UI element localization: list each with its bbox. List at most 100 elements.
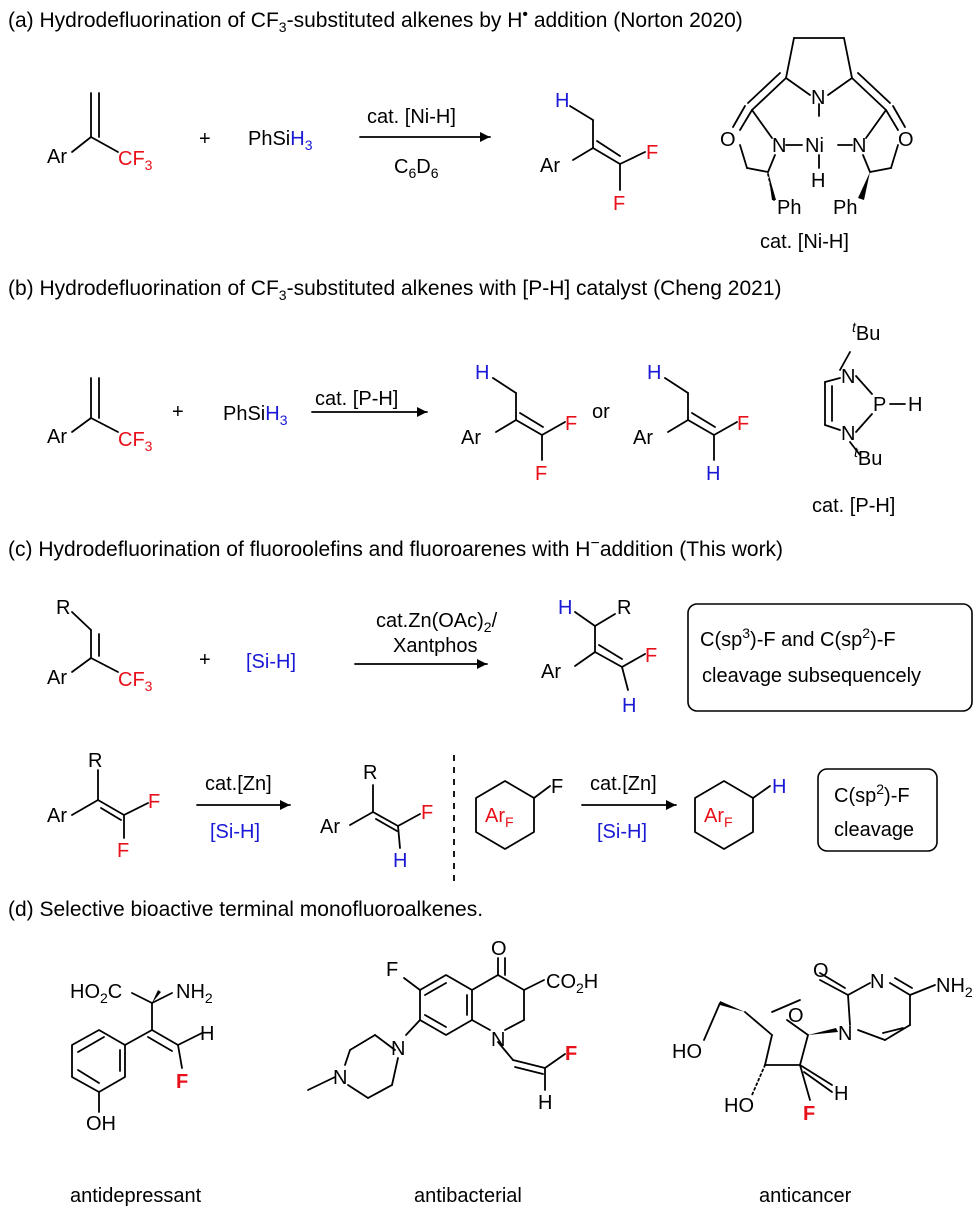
label-antibacterial: antibacterial <box>414 1185 522 1207</box>
svg-text:Ph: Ph <box>833 197 857 219</box>
box-c1-line1: C(sp3)-F and C(sp2)-F <box>700 625 896 651</box>
svg-text:Ar: Ar <box>633 427 653 449</box>
svg-text:Ar: Ar <box>461 427 481 449</box>
box-c2-line1: C(sp2)-F <box>834 781 910 807</box>
svg-text:HO: HO <box>672 1041 702 1063</box>
cond-c2-bottom: [Si-H] <box>210 821 260 843</box>
svg-text:N: N <box>333 1067 347 1089</box>
heading-b: (b) Hydrodefluorination of CF3-substitut… <box>8 277 782 303</box>
svg-text:H: H <box>393 850 407 872</box>
cond-a-bottom: C6D6 <box>394 156 439 181</box>
reagent-a: PhSiH3 <box>248 128 313 153</box>
svg-text:H: H <box>647 362 661 384</box>
svg-text:Ar: Ar <box>47 667 67 689</box>
anticancer-structure: O N O N NH2 HO HO H F <box>672 960 973 1125</box>
svg-text:F: F <box>386 959 398 981</box>
arene-product: ArF H <box>694 776 786 850</box>
svg-text:Ar: Ar <box>540 155 560 177</box>
svg-text:F: F <box>613 193 625 215</box>
cond-c2-top: cat.[Zn] <box>205 773 272 795</box>
svg-text:CF3: CF3 <box>118 429 153 454</box>
svg-text:Ni: Ni <box>805 135 824 157</box>
svg-text:N: N <box>841 366 855 388</box>
label-anticancer: anticancer <box>759 1185 852 1207</box>
svg-text:H: H <box>538 1092 552 1114</box>
or-text: or <box>592 401 610 423</box>
svg-text:O: O <box>788 1005 804 1027</box>
svg-text:F: F <box>117 840 129 862</box>
cond-c3-bottom: [Si-H] <box>597 821 647 843</box>
plus-a: + <box>199 128 211 150</box>
svg-text:Ar: Ar <box>541 661 561 683</box>
svg-text:HO2C: HO2C <box>70 981 122 1006</box>
svg-text:F: F <box>176 1071 188 1093</box>
svg-text:O: O <box>491 938 507 960</box>
svg-text:N: N <box>391 1038 405 1060</box>
svg-text:H: H <box>555 90 569 112</box>
svg-text:F: F <box>803 1103 815 1125</box>
svg-text:N: N <box>811 87 825 109</box>
ni-h-catalyst: N O O N N Ni H Ph Ph cat. [Ni-H] <box>720 37 914 253</box>
cond-b-top: cat. [P-H] <box>315 388 398 410</box>
svg-text:tBu: tBu <box>854 444 882 470</box>
cat-ni-label: cat. [Ni-H] <box>760 231 849 253</box>
cond-a-top: cat. [Ni-H] <box>367 106 456 128</box>
svg-text:tBu: tBu <box>852 319 880 345</box>
svg-text:Ar: Ar <box>320 816 340 838</box>
svg-text:H: H <box>706 463 720 485</box>
svg-text:F: F <box>737 413 749 435</box>
svg-text:ArF: ArF <box>485 805 514 830</box>
svg-text:Ar: Ar <box>47 805 67 827</box>
box-c2-line2: cleavage <box>834 819 914 841</box>
svg-text:H: H <box>834 1083 848 1105</box>
p-h-catalyst: N N P H tBu tBu cat. [P-H] <box>812 319 922 517</box>
svg-text:F: F <box>551 776 563 798</box>
svg-text:R: R <box>363 762 377 784</box>
substrate-b: Ar CF3 <box>47 377 153 454</box>
svg-text:HO: HO <box>724 1095 754 1117</box>
svg-text:N: N <box>491 1029 505 1051</box>
svg-text:O: O <box>898 129 914 151</box>
fluoroarene: ArF F <box>475 776 563 850</box>
svg-text:R: R <box>56 597 70 619</box>
svg-text:H: H <box>908 394 922 416</box>
svg-text:Ph: Ph <box>777 197 801 219</box>
svg-text:N: N <box>852 135 866 157</box>
svg-text:Ar: Ar <box>47 146 67 168</box>
svg-text:F: F <box>148 791 160 813</box>
cat-p-label: cat. [P-H] <box>812 495 895 517</box>
product-c: H R Ar F H <box>541 597 657 717</box>
svg-text:F: F <box>565 1043 577 1065</box>
svg-text:F: F <box>421 802 433 824</box>
svg-text:OH: OH <box>86 1113 116 1135</box>
heading-a: (a) Hydrodefluorination of CF3-substitut… <box>8 6 743 35</box>
cond-c3-top: cat.[Zn] <box>590 773 657 795</box>
svg-text:F: F <box>645 645 657 667</box>
svg-text:ArF: ArF <box>704 805 733 830</box>
svg-text:H: H <box>475 362 489 384</box>
plus-b: + <box>172 401 184 423</box>
substrate-a: Ar CF3 <box>47 92 153 173</box>
box-c1-line2: cleavage subsequencely <box>702 665 921 687</box>
substrate-c: R Ar CF3 <box>47 597 153 694</box>
svg-text:F: F <box>535 463 547 485</box>
svg-text:R: R <box>617 597 631 619</box>
svg-text:P: P <box>873 394 886 416</box>
svg-text:H: H <box>811 170 825 192</box>
reagent-c: [Si-H] <box>246 651 296 673</box>
svg-text:H: H <box>622 695 636 717</box>
antidepressant-structure: HO2C NH2 H F OH <box>70 981 214 1135</box>
substrate-c2: R Ar F F <box>47 750 160 862</box>
product-c2: R Ar F H <box>320 762 433 872</box>
product-a: H Ar F F <box>540 90 658 215</box>
svg-text:F: F <box>646 142 658 164</box>
svg-text:N: N <box>772 135 786 157</box>
svg-text:CF3: CF3 <box>118 148 153 173</box>
svg-text:O: O <box>720 129 736 151</box>
heading-d: (d) Selective bioactive terminal monoflu… <box>8 898 483 921</box>
svg-text:CO2H: CO2H <box>546 971 598 996</box>
cond-c-top2: Xantphos <box>393 635 478 657</box>
label-antidepressant: antidepressant <box>70 1185 202 1207</box>
plus-c: + <box>199 649 211 671</box>
